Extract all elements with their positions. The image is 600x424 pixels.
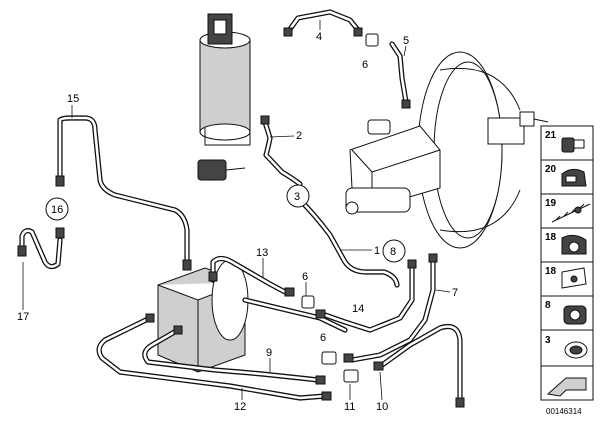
brake-pipe-17 — [19, 228, 63, 270]
callout-label: 8 — [390, 246, 396, 258]
brake-pipe-9 — [142, 327, 321, 383]
brake-pipe-14 — [322, 262, 415, 333]
brake-pipe-13 — [210, 255, 288, 295]
callout-label: 6 — [302, 271, 308, 283]
legend-number: 19 — [545, 198, 557, 209]
legend-arrow — [546, 377, 587, 397]
callout-label: 3 — [294, 191, 300, 203]
legend-number: 18 — [545, 232, 557, 243]
legend-part-19 — [551, 203, 591, 223]
callout-label: 9 — [266, 347, 272, 359]
legend-number: 18 — [545, 266, 557, 277]
legend-number: 3 — [545, 335, 551, 346]
callout-label: 12 — [234, 401, 246, 413]
callout-label: 11 — [344, 401, 355, 413]
callout-label: 7 — [452, 287, 458, 299]
brake-pipe-4 — [285, 9, 361, 35]
callout-label: 17 — [17, 311, 29, 323]
legend-part-18b — [561, 267, 587, 289]
parts-legend: 21 20 19 18 18 8 3 — [540, 125, 594, 401]
callout-label: 10 — [376, 401, 388, 413]
callout-label: 2 — [296, 130, 302, 142]
callout-label: 4 — [316, 31, 322, 43]
callout-labels: 4 5 6 15 2 3 16 1 8 13 6 7 14 9 17 6 12 … — [17, 20, 458, 413]
master-cylinder — [345, 119, 441, 215]
legend-part-8 — [563, 305, 587, 325]
brake-pipe-12 — [96, 315, 328, 401]
vacuum-hose-1 — [297, 197, 400, 288]
legend-part-3 — [564, 341, 588, 359]
legend-part-20 — [561, 168, 587, 187]
hydraulic-unit — [157, 259, 249, 373]
callout-label: 16 — [51, 204, 63, 216]
fittings — [17, 27, 465, 408]
callout-label: 14 — [352, 303, 364, 315]
brake-pipe-7 — [349, 255, 436, 363]
callout-label: 13 — [256, 247, 268, 259]
document-id: 00146314 — [546, 407, 582, 416]
legend-part-18a — [561, 234, 587, 255]
legend-number: 20 — [545, 164, 557, 175]
callout-label: 1 — [374, 245, 380, 257]
callout-label: 6 — [362, 59, 368, 71]
brake-booster — [417, 51, 549, 249]
legend-number: 8 — [545, 300, 551, 311]
vacuum-hose-2 — [262, 119, 303, 187]
pressure-accumulator — [197, 13, 251, 181]
legend-number: 21 — [545, 130, 557, 141]
callout-label: 15 — [67, 93, 79, 105]
legend-part-21 — [561, 137, 585, 153]
brake-pipe-10 — [375, 323, 463, 405]
brake-pipe-5 — [389, 41, 409, 105]
callout-label: 6 — [320, 332, 326, 344]
brake-pipe-15 — [57, 115, 190, 265]
callout-label: 5 — [403, 35, 409, 47]
hose-clamps — [45, 184, 406, 263]
